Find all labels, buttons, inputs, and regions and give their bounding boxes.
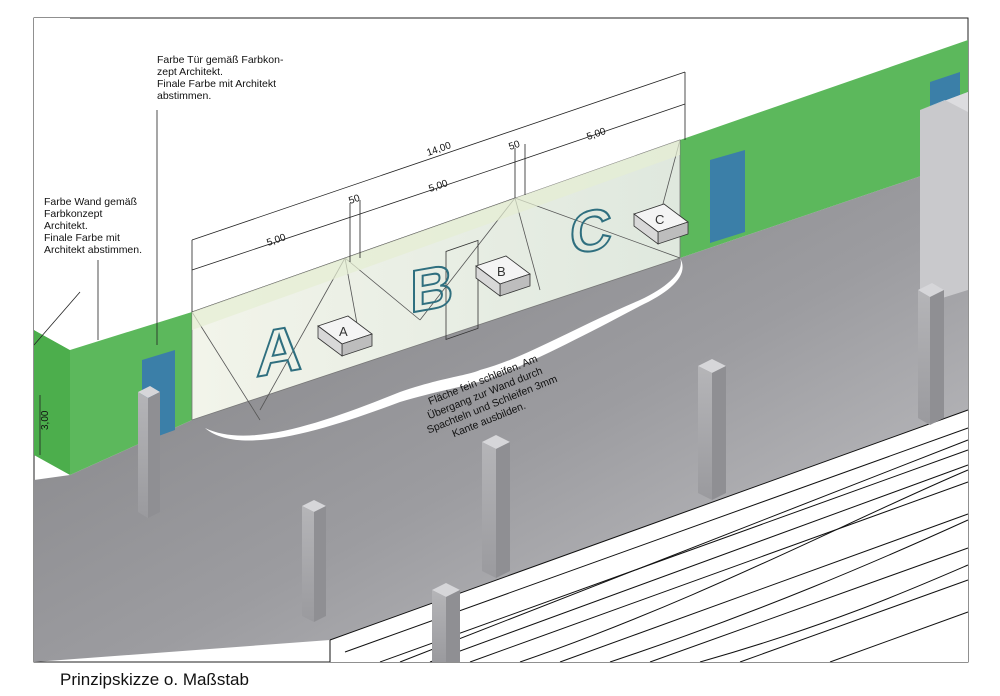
- left-wall: [70, 312, 192, 475]
- sign-block-a[interactable]: A: [317, 315, 373, 357]
- pillar: [302, 500, 326, 622]
- wall-color-note: Farbe Wand gemäß Farbkonzept Architekt. …: [44, 196, 143, 256]
- dim-wall-height: 3,00: [40, 410, 51, 430]
- big-letter-b: B: [410, 250, 453, 325]
- paving-area: [330, 410, 968, 662]
- sign-letter-b: B: [497, 264, 506, 279]
- big-letter-a: A: [256, 311, 302, 391]
- dim-gap-2: 50: [507, 139, 522, 153]
- sign-letter-a: A: [339, 324, 348, 339]
- big-letter-c: C: [570, 196, 612, 268]
- right-door[interactable]: [710, 150, 745, 243]
- glass-top-shade: [192, 140, 680, 330]
- dim-segment-b: 5,00: [427, 178, 449, 195]
- pillar: [138, 386, 160, 518]
- sign-block-b[interactable]: B: [475, 255, 531, 297]
- dimension-lines: [33, 71, 686, 455]
- pillar: [432, 583, 460, 662]
- dim-gap-1: 50: [347, 193, 362, 207]
- right-block-front: [920, 92, 968, 305]
- wall-top-left: [34, 18, 70, 350]
- pillar: [698, 359, 726, 500]
- far-door[interactable]: [930, 72, 960, 106]
- floor-surface: [34, 160, 968, 662]
- dim-segment-a: 5,00: [265, 232, 287, 249]
- dim-segment-c: 5,00: [585, 126, 607, 143]
- center-door-frame: [445, 239, 479, 340]
- paving-lines: [329, 409, 969, 663]
- glass-facets: [191, 139, 681, 421]
- left-wall-end: [34, 330, 70, 475]
- right-wall: [680, 40, 968, 258]
- pillar: [918, 283, 944, 425]
- caption: Prinzipskizze o. Maßstab: [60, 670, 249, 689]
- pillar: [482, 435, 510, 578]
- right-block-top: [920, 92, 968, 112]
- sign-letter-c: C: [655, 212, 664, 227]
- sign-block-c[interactable]: C: [633, 203, 689, 245]
- door-color-note: Farbe Tür gemäß Farbkon- zept Architekt.…: [157, 54, 284, 102]
